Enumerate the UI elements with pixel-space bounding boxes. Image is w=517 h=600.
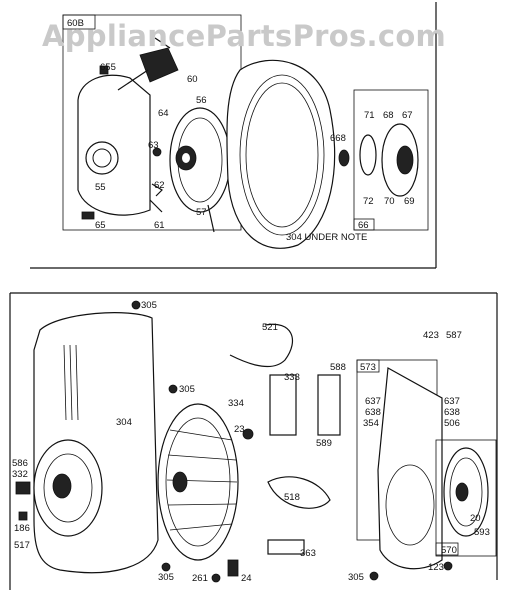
label-668: 668: [330, 133, 346, 144]
screw-261: [211, 573, 221, 583]
box-66: [353, 89, 429, 231]
bracket-plate-573: [377, 367, 443, 570]
label-333: 333: [284, 372, 300, 383]
part-363: [267, 539, 305, 555]
label-354: 354: [363, 418, 379, 429]
label-69: 69: [404, 196, 415, 207]
part-334: [242, 428, 254, 440]
screw-123: [443, 561, 453, 571]
label-332: 332: [12, 469, 28, 480]
bottom-exploded-view: 305 521 423 587 573 588 333 334 305 304 …: [9, 292, 498, 590]
starter-housing-55: [77, 74, 151, 216]
label-586: 586: [12, 458, 28, 469]
label-637-right: 637: [444, 396, 460, 407]
blower-ring-304: [226, 59, 336, 249]
label-24: 24: [241, 573, 252, 584]
label-655: 655: [100, 62, 116, 73]
label-363: 363: [300, 548, 316, 559]
label-60b: 60B: [67, 18, 84, 29]
label-518: 518: [284, 492, 300, 503]
label-186: 186: [14, 523, 30, 534]
part-655: [99, 65, 109, 75]
label-66: 66: [358, 220, 369, 231]
label-589: 589: [316, 438, 332, 449]
label-517: 517: [14, 540, 30, 551]
spring-518: [267, 476, 331, 509]
box-60b-label-frame: [62, 14, 96, 30]
screw-305-mid: [168, 384, 178, 394]
label-638-right: 638: [444, 407, 460, 418]
pulley-56: [169, 107, 231, 213]
label-304: 304: [116, 417, 132, 428]
bracket-588: [317, 374, 341, 436]
label-423: 423: [423, 330, 439, 341]
screw-305-right: [369, 571, 379, 581]
part-61: [149, 199, 163, 213]
label-261: 261: [192, 573, 208, 584]
part-63: [152, 147, 162, 157]
label-334: 334: [228, 398, 244, 409]
watermark: AppliancePartsPros.com: [42, 19, 446, 53]
starter-handle-60: [117, 37, 179, 91]
label-506: 506: [444, 418, 460, 429]
label-638-left: 638: [365, 407, 381, 418]
label-587: 587: [446, 330, 462, 341]
label-61: 61: [154, 220, 165, 231]
label-72: 72: [363, 196, 374, 207]
washer-668: [338, 149, 350, 167]
top-exploded-view: 60B 655 60 56 64 63 55 62 65 61 57 304 U…: [30, 2, 437, 269]
label-305-top: 305: [141, 300, 157, 311]
label-68: 68: [383, 110, 394, 121]
label-304-under-note: 304 UNDER NOTE: [286, 232, 367, 243]
screw-305-top: [131, 300, 141, 310]
label-71: 71: [364, 110, 375, 121]
label-570: 570: [441, 545, 457, 556]
spring-57: [207, 204, 215, 233]
label-65: 65: [95, 220, 106, 231]
label-63: 63: [148, 140, 159, 151]
label-64: 64: [158, 108, 169, 119]
label-56: 56: [196, 95, 207, 106]
label-637-left: 637: [365, 396, 381, 407]
label-23: 23: [234, 424, 245, 435]
clutch-assembly: [359, 123, 419, 197]
label-521: 521: [262, 322, 278, 333]
label-588: 588: [330, 362, 346, 373]
label-123: 123: [428, 562, 444, 573]
label-55: 55: [95, 182, 106, 193]
label-305-bottom: 305: [158, 572, 174, 583]
nut-332: [15, 481, 31, 495]
flywheel-23: [157, 403, 239, 561]
label-57: 57: [196, 207, 207, 218]
label-70: 70: [384, 196, 395, 207]
screw-305-bottom: [161, 562, 171, 572]
box-573-label-frame: [356, 359, 380, 373]
label-573: 573: [360, 362, 376, 373]
label-305-mid: 305: [179, 384, 195, 395]
label-20: 20: [470, 513, 481, 524]
label-305-right: 305: [348, 572, 364, 583]
screw-65: [81, 211, 95, 220]
box-570: [435, 439, 497, 557]
part-62: [151, 183, 163, 197]
box-570-label-frame: [435, 542, 459, 556]
rotating-screen-20: [443, 447, 489, 537]
label-62: 62: [154, 180, 165, 191]
label-67: 67: [402, 110, 413, 121]
blower-housing-304: [33, 312, 159, 574]
label-593: 593: [474, 527, 490, 538]
label-60: 60: [187, 74, 198, 85]
plate-opening: [385, 464, 435, 546]
part-24: [227, 559, 239, 577]
wire-521: [229, 323, 294, 368]
box-66-label-frame: [353, 218, 375, 231]
screw-186: [18, 511, 28, 521]
armature-333: [269, 374, 297, 436]
